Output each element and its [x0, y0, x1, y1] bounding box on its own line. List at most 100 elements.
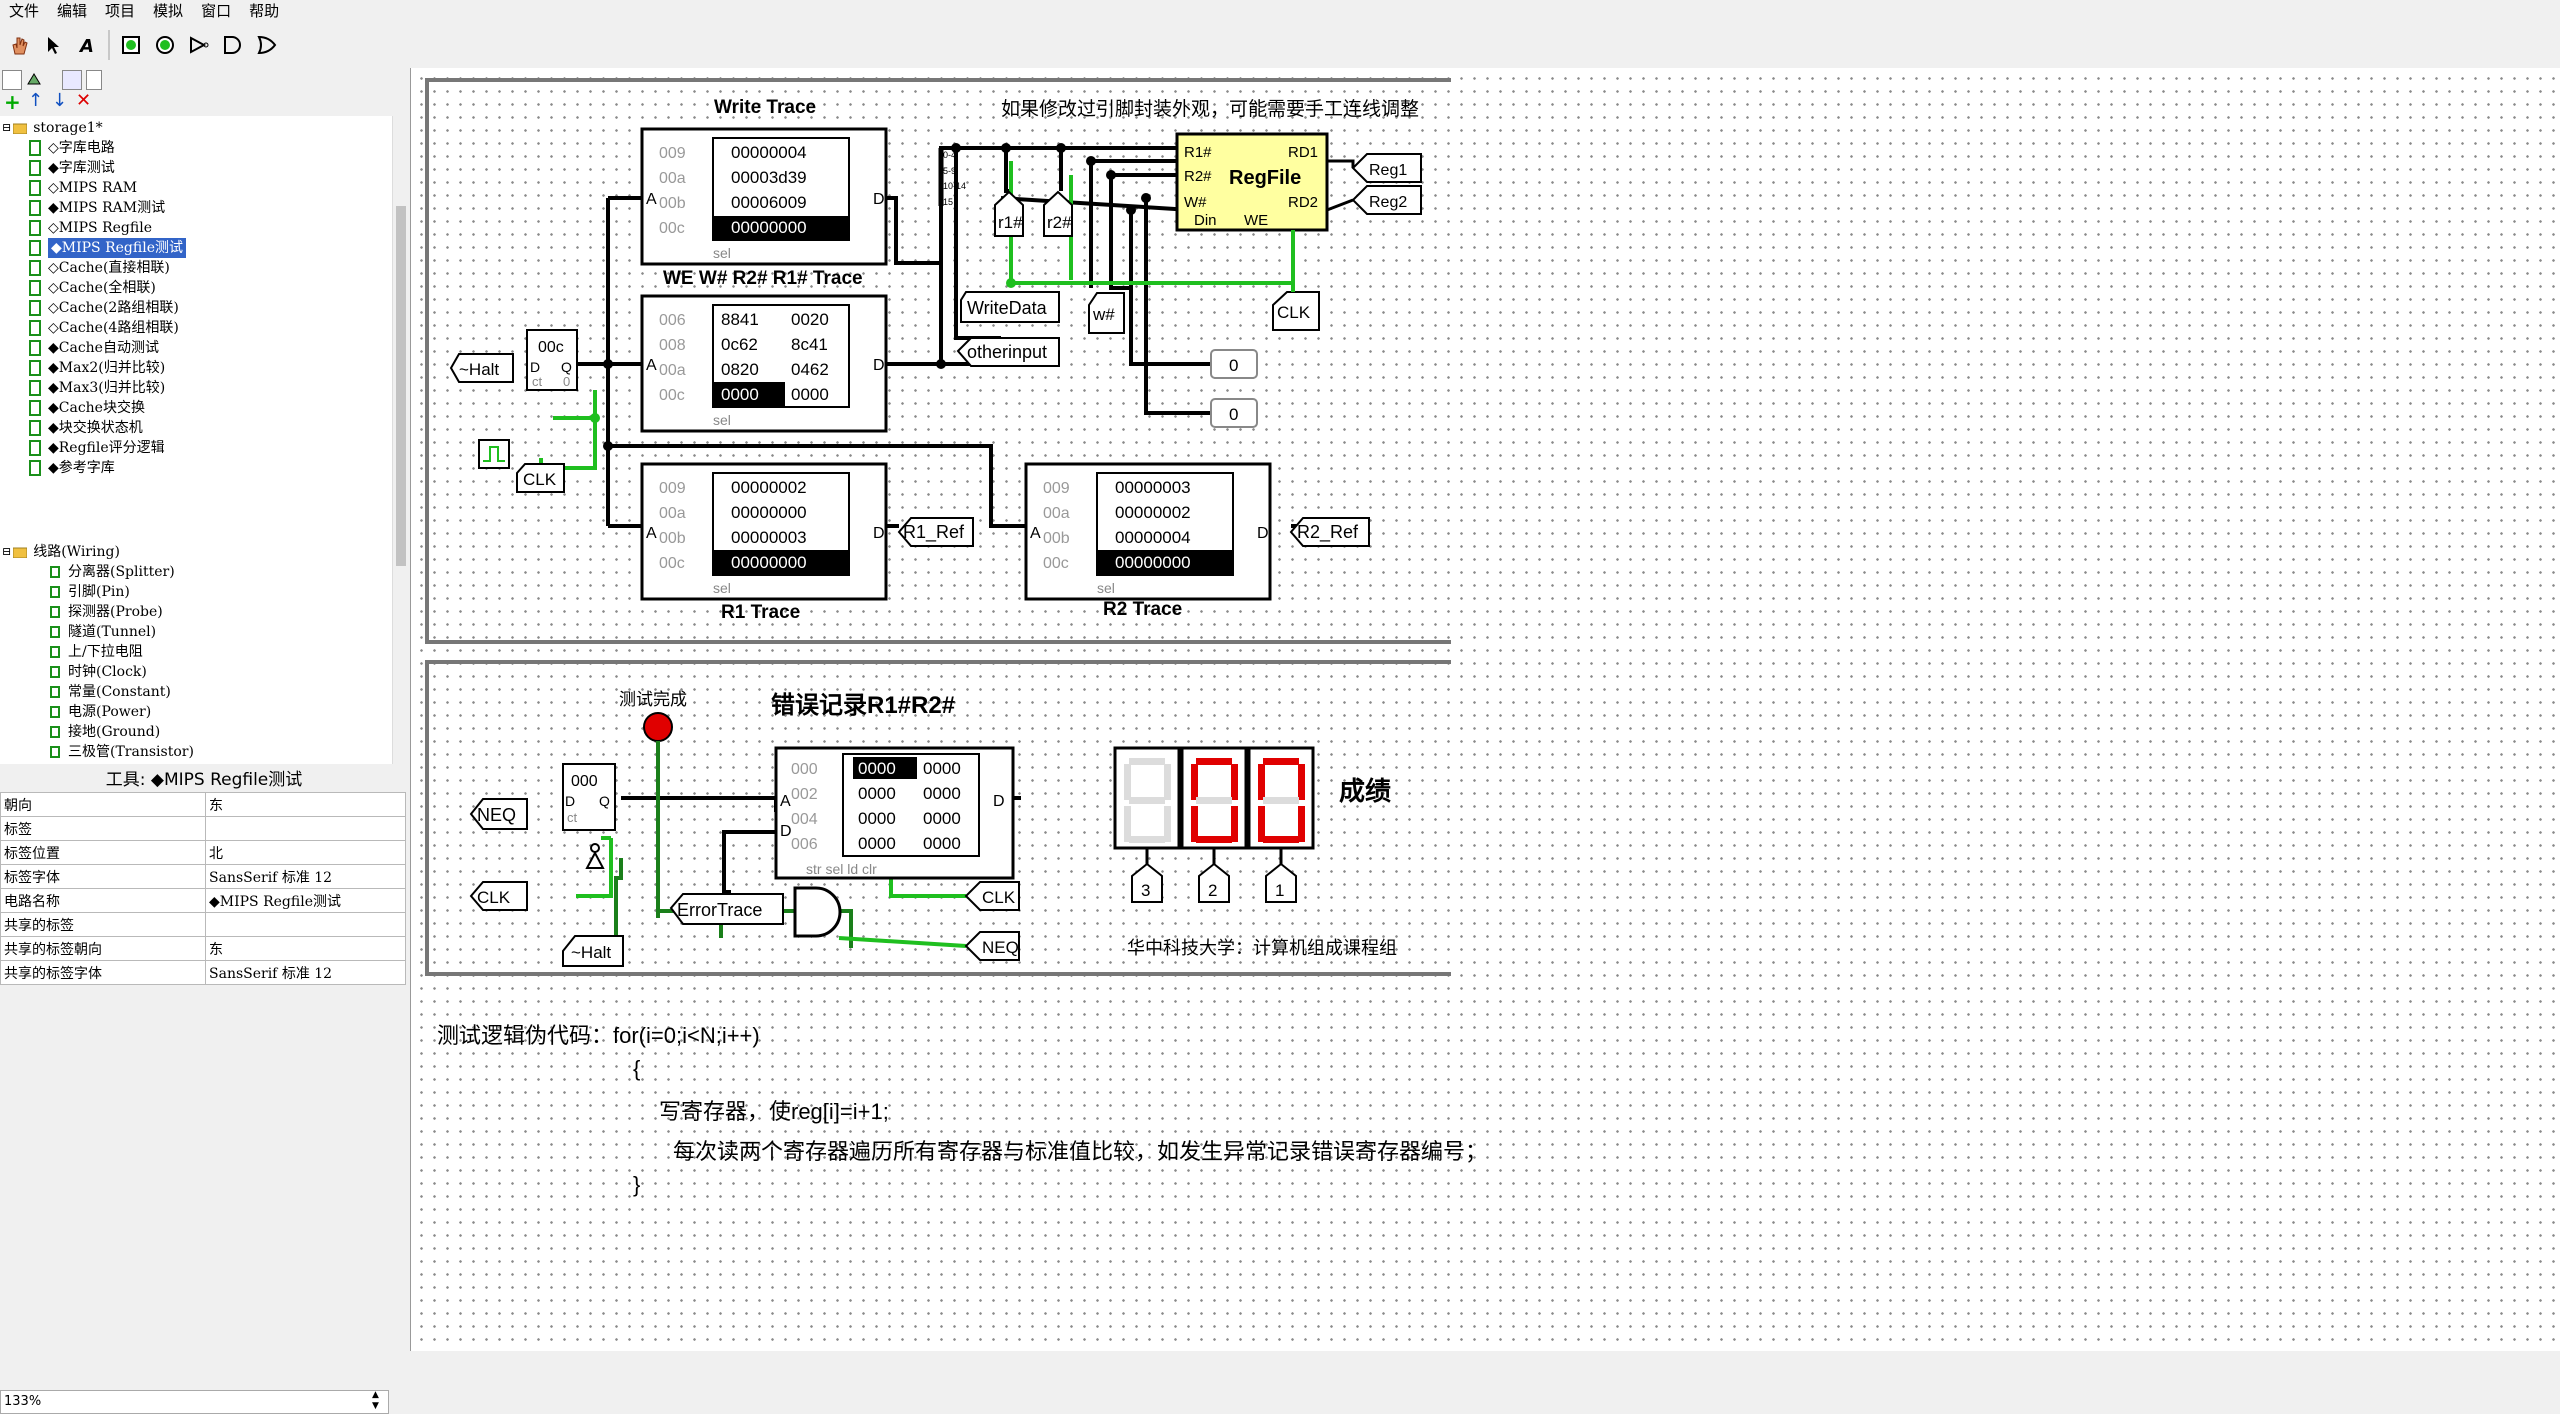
attribute-value[interactable]: 北	[205, 840, 406, 865]
ram-address: 00c	[1043, 555, 1069, 572]
tree-circuit-item[interactable]: ◇MIPS RAM	[28, 178, 137, 198]
circuit-icon	[28, 420, 42, 436]
attribute-row[interactable]: 共享的标签	[0, 912, 406, 937]
zoom-field[interactable]: 133%	[0, 1390, 389, 1414]
neq-tunnel: NEQ	[477, 805, 516, 825]
menu-file[interactable]: 文件	[9, 2, 40, 20]
attribute-key: 标签	[0, 816, 206, 841]
move-up-icon[interactable]: ↑	[28, 90, 44, 111]
ram-sel-label: sel	[713, 245, 731, 261]
collapse-icon[interactable]: ⊟	[2, 121, 12, 134]
tree-circuit-item[interactable]: ◆Cache块交换	[28, 398, 145, 418]
circuit-icon	[28, 280, 42, 296]
ram-value: 0000	[923, 834, 961, 853]
move-down-icon[interactable]: ↓	[52, 90, 68, 111]
tree-circuit-item[interactable]: ◇Cache(全相联)	[28, 278, 156, 298]
circuit-icon	[28, 160, 42, 176]
attribute-row[interactable]: 朝向东	[0, 792, 406, 817]
appearance-view-icon[interactable]	[86, 70, 102, 90]
layout-view-icon[interactable]	[62, 70, 82, 90]
led-segment	[1191, 764, 1198, 800]
menu-simulate[interactable]: 模拟	[153, 2, 184, 20]
digit-input-tunnel	[1265, 862, 1297, 903]
constant-value: 0	[1229, 356, 1238, 375]
attribute-value[interactable]: 东	[205, 792, 406, 817]
pin-note: 如果修改过引脚封装外观，可能需要手工连线调整	[1001, 98, 1419, 120]
tree-wiring-item[interactable]: 分离器(Splitter)	[48, 562, 175, 582]
tree-circuit-item[interactable]: ◆Cache自动测试	[28, 338, 159, 358]
attribute-row[interactable]: 电路名称◆MIPS Regfile测试	[0, 888, 406, 913]
tree-circuit-item[interactable]: ◆块交换状态机	[28, 418, 143, 438]
tree-circuit-item[interactable]: ◇Cache(2路组相联)	[28, 298, 179, 318]
test-done-label: 测试完成	[619, 690, 687, 709]
poke-tool-icon[interactable]	[4, 30, 34, 60]
svg-text:A: A	[78, 36, 94, 56]
tree-circuit-item[interactable]: ◇Cache(直接相联)	[28, 258, 170, 278]
simulation-view-icon[interactable]	[26, 70, 44, 88]
scroll-thumb[interactable]	[396, 206, 406, 566]
ram-value: 0000	[923, 784, 961, 803]
tree-root[interactable]: ⊟ storage1*	[2, 120, 103, 136]
circuit-icon	[28, 320, 42, 336]
ram-data-pin: D	[873, 191, 885, 208]
attribute-value[interactable]	[205, 912, 406, 937]
input-pin-icon[interactable]	[116, 30, 146, 60]
top-panel-frame	[425, 78, 1451, 644]
add-circuit-icon[interactable]: +	[4, 90, 21, 114]
tree-wiring-item[interactable]: 三极管(Transistor)	[48, 742, 194, 762]
tree-circuit-item[interactable]: ◆Regfile评分逻辑	[28, 438, 165, 458]
menu-project[interactable]: 项目	[105, 2, 136, 20]
tree-circuit-item[interactable]: ◇Cache(4路组相联)	[28, 318, 179, 338]
tree-circuit-item[interactable]: ◆MIPS RAM测试	[28, 198, 165, 218]
tree-wiring-item[interactable]: 隧道(Tunnel)	[48, 622, 156, 642]
tree-circuit-item[interactable]: ◆参考字库	[28, 458, 115, 478]
attribute-value[interactable]: ◆MIPS Regfile测试	[205, 888, 406, 913]
led-segment	[1258, 806, 1265, 842]
attribute-row[interactable]: 标签	[0, 816, 406, 841]
or-gate-icon[interactable]	[252, 30, 282, 60]
menu-help[interactable]: 帮助	[249, 2, 280, 20]
menu-window[interactable]: 窗口	[201, 2, 232, 20]
select-tool-icon[interactable]	[38, 30, 68, 60]
tree-wiring-item[interactable]: 常量(Constant)	[48, 682, 171, 702]
digit-input-label: 1	[1275, 881, 1284, 900]
collapse-icon[interactable]: ⊟	[2, 545, 12, 558]
tree-circuit-item[interactable]: ◆Max3(归并比较)	[28, 378, 165, 398]
tree-wiring-item[interactable]: 接地(Ground)	[48, 722, 160, 742]
toolbox-view-icon[interactable]	[2, 70, 22, 90]
text-tool-icon[interactable]: A	[72, 30, 102, 60]
output-pin-icon[interactable]	[150, 30, 180, 60]
attribute-value[interactable]: SansSerif 标准 12	[205, 864, 406, 889]
tree-circuit-item[interactable]: ◆Max2(归并比较)	[28, 358, 165, 378]
tree-wiring-item[interactable]: 上/下拉电阻	[48, 642, 143, 662]
tree-circuit-item[interactable]: ◆MIPS Regfile测试	[28, 238, 186, 258]
attribute-row[interactable]: 标签位置北	[0, 840, 406, 865]
attribute-row[interactable]: 共享的标签朝向东	[0, 936, 406, 961]
ram-value: 00000000	[731, 218, 807, 237]
zoom-spinner-icon[interactable]: ▲▼	[372, 1390, 379, 1411]
pseudocode-line: 测试逻辑伪代码：for(i=0;i<N;i++)	[437, 1023, 760, 1048]
and-gate-icon[interactable]	[218, 30, 248, 60]
tree-circuit-item[interactable]: ◆字库测试	[28, 158, 115, 178]
delete-icon[interactable]: ✕	[76, 90, 92, 111]
tree-wiring-folder[interactable]: ⊟ 线路(Wiring)	[2, 544, 120, 560]
attribute-value[interactable]: SansSerif 标准 12	[205, 960, 406, 985]
tree-wiring-item[interactable]: 探测器(Probe)	[48, 602, 163, 622]
tree-wiring-item[interactable]: 时钟(Clock)	[48, 662, 147, 682]
score-label: 成绩	[1339, 776, 1391, 806]
tree-circuit-item[interactable]: ◇字库电路	[28, 138, 115, 158]
attribute-value[interactable]	[205, 816, 406, 841]
digit-input-tunnel	[1198, 862, 1230, 903]
tree-circuit-item[interactable]: ◇MIPS Regfile	[28, 218, 152, 238]
tree-scrollbar[interactable]	[392, 116, 409, 764]
tree-wiring-item[interactable]: 电源(Power)	[48, 702, 151, 722]
attribute-value[interactable]: 东	[205, 936, 406, 961]
ram-value: 00000000	[731, 503, 807, 522]
menu-edit[interactable]: 编辑	[57, 2, 88, 20]
tree-wiring-item[interactable]: 引脚(Pin)	[48, 582, 130, 602]
circuit-canvas[interactable]: 如果修改过引脚封装外观，可能需要手工连线调整	[410, 68, 2560, 1351]
not-gate-icon[interactable]	[184, 30, 214, 60]
ram-sel-label: sel	[713, 412, 731, 428]
